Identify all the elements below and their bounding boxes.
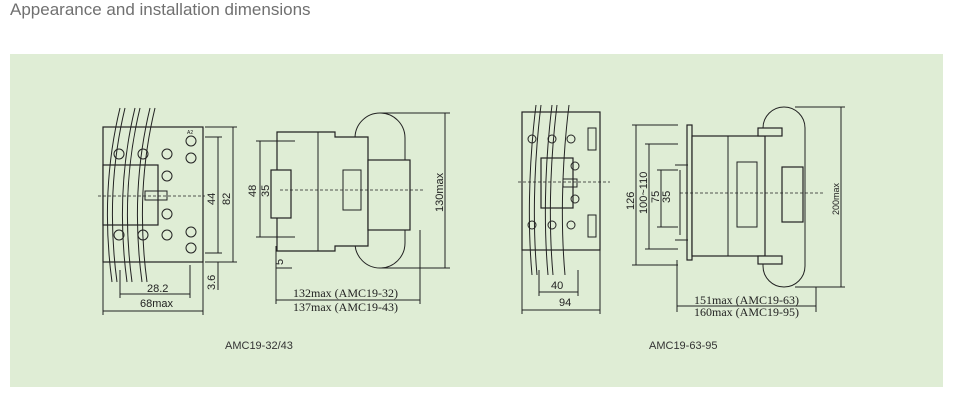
amc19-63-95-front-view: 40 94 [518,104,610,314]
dim-200max: 200max [831,182,841,215]
dim-44: 44 [206,193,218,205]
dim-35: 35 [260,185,272,197]
amc19-63-95-side-view: 126 100~110 75 35 200max 151max (AMC19-6… [625,106,845,319]
dim-35: 35 [661,191,673,203]
dim-132max: 132max (AMC19-32) [293,286,398,300]
dim-28-2: 28.2 [147,283,168,295]
dim-75: 75 [650,191,662,203]
amc19-32-front-view: A2 44 82 3.6 28.2 68max [98,107,237,315]
dim-126: 126 [625,192,637,210]
caption-amc19-63-95: AMC19-63-95 [649,340,717,352]
dim-137max: 137max (AMC19-43) [293,300,398,314]
dim-160max: 160max (AMC19-95) [694,305,799,319]
dim-82: 82 [221,193,233,205]
terminal-label: A2 [187,130,193,136]
page-title: Appearance and installation dimensions [10,0,311,19]
dim-151max: 151max (AMC19-63) [694,293,799,307]
dim-100-110: 100~110 [638,172,650,214]
dim-94: 94 [559,297,571,309]
caption-amc19-32-43: AMC19-32/43 [225,340,293,352]
dim-48: 48 [247,185,259,197]
dim-5: 5 [274,259,286,265]
amc19-32-side-view: 48 35 5 130max 132max (AMC19-32) 137max … [247,112,450,314]
dim-3-6: 3.6 [206,275,218,290]
dim-130max: 130max [434,172,446,212]
dim-68max: 68max [140,298,174,310]
dim-40: 40 [551,280,563,292]
